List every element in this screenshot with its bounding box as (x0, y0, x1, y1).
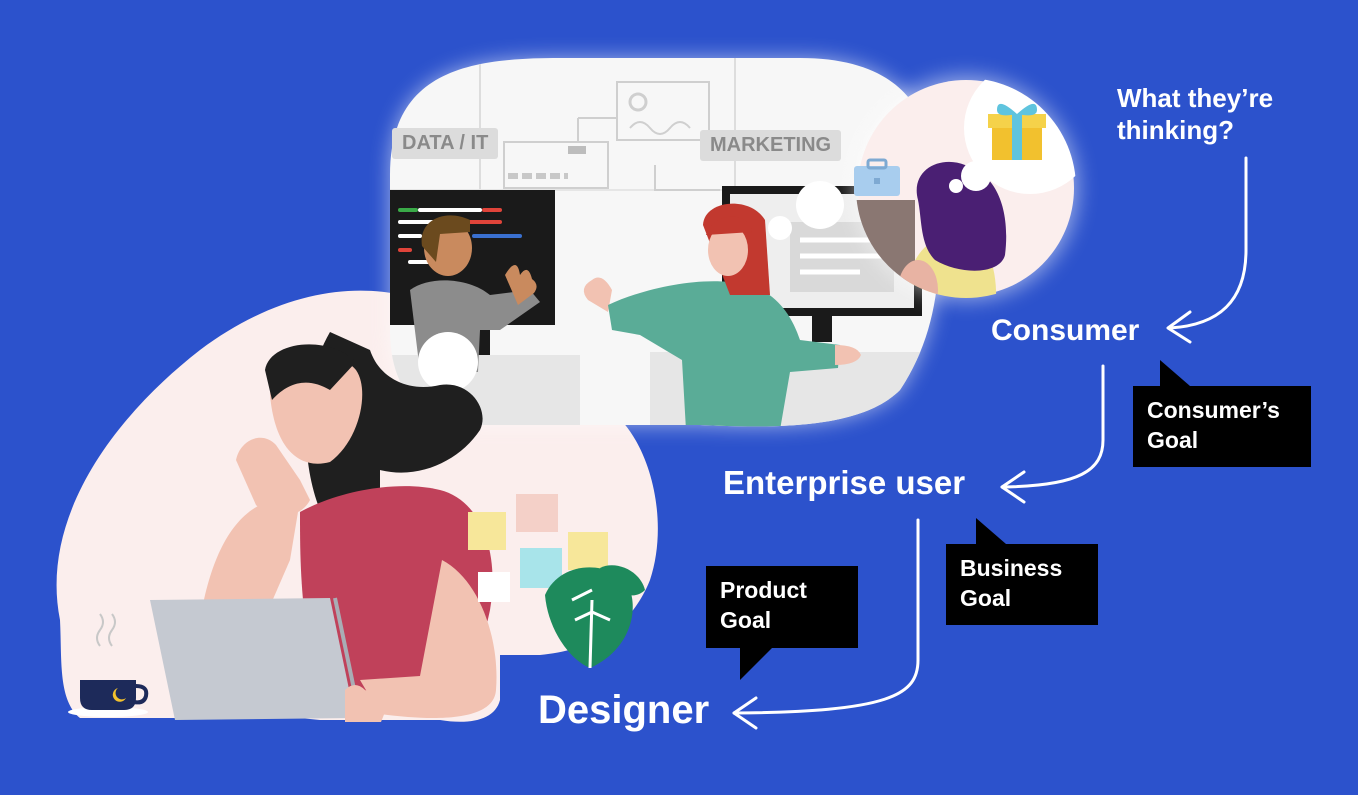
sticky-notes (468, 494, 608, 602)
consumer-goal-line-1: Consumer’s (1147, 397, 1280, 423)
gift-icon (988, 103, 1046, 160)
marketing-tag: MARKETING (700, 130, 842, 161)
moon-icon (112, 688, 126, 702)
consumer-goal-bubble: Consumer’s Goal (1133, 386, 1311, 467)
data-it-tag: DATA / IT (392, 128, 499, 159)
monstera-plant-icon (545, 565, 645, 669)
laptop (150, 597, 387, 722)
product-goal-bubble: Product Goal (706, 566, 858, 648)
briefcase-icon (854, 158, 900, 196)
consumer-bubble (854, 76, 1078, 300)
consumer-goal-line-2: Goal (1147, 427, 1199, 453)
question-line-2: thinking? (1117, 115, 1234, 145)
designer-figure (200, 332, 497, 719)
business-goal-bubble: Business Goal (946, 544, 1098, 625)
business-goal-line-1: Business (960, 555, 1063, 581)
flow-arrows (732, 156, 1248, 730)
business-goal-line-2: Goal (960, 585, 1012, 611)
question-line-1: What they’re (1117, 83, 1274, 113)
designer-label: Designer (538, 688, 710, 732)
arrow-enterprise-to-designer (732, 518, 920, 715)
thinking-question: What they’re thinking? (1117, 82, 1273, 146)
product-goal-line-1: Product (720, 577, 807, 603)
consumer-label: Consumer (991, 314, 1140, 347)
product-goal-line-2: Goal (720, 607, 772, 633)
arrow-question-to-consumer (1168, 156, 1248, 330)
coffee-cup-icon (68, 613, 149, 717)
arrow-consumer-to-enterprise (1000, 364, 1105, 489)
enterprise-user-label: Enterprise user (723, 464, 966, 501)
